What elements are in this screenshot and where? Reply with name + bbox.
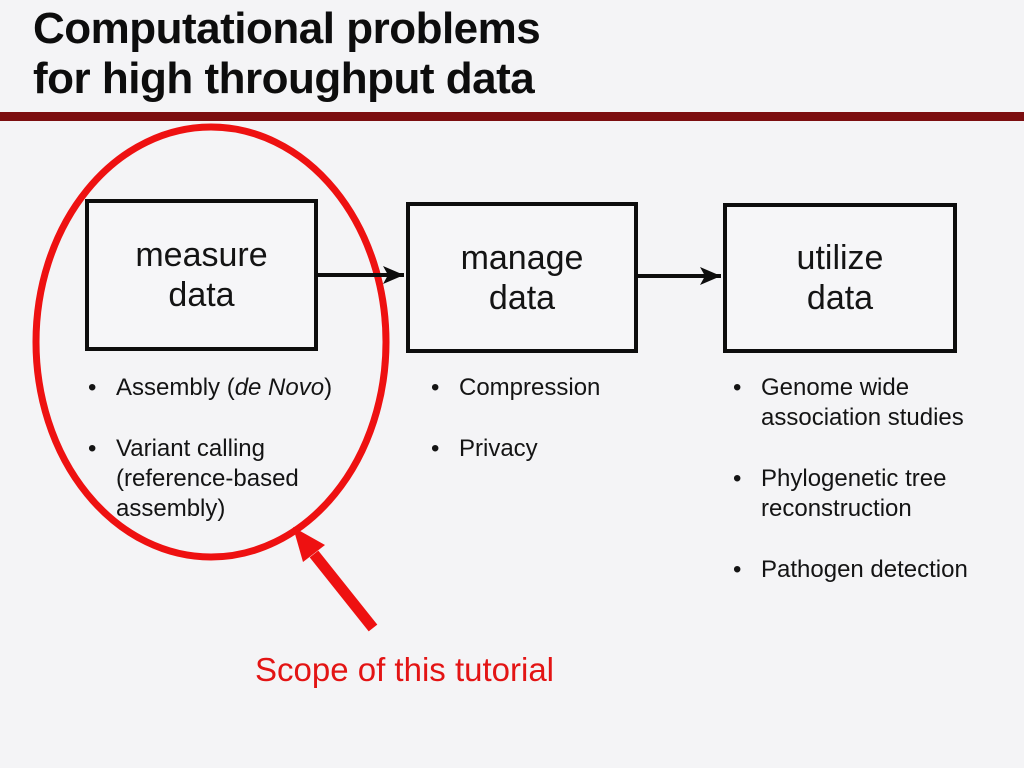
bullet-list-utilize: • Genome wide association studies • Phyl… [733, 373, 987, 616]
list-item: • Assembly (de Novo) [88, 373, 350, 403]
list-item-text: Variant calling (reference-based assembl… [116, 435, 299, 522]
slide-title: Computational problems for high throughp… [33, 4, 541, 103]
list-item: • Pathogen detection [733, 555, 987, 585]
flow-box-label: utilize data [796, 239, 884, 317]
bullet-list-manage: • Compression • Privacy [431, 373, 651, 495]
title-divider-rule [0, 112, 1024, 121]
list-item: • Privacy [431, 434, 651, 464]
list-item-text: Privacy [459, 435, 538, 462]
flow-box-manage-data: manage data [406, 202, 638, 353]
bullet-dot: • [88, 374, 97, 401]
bullet-dot: • [733, 556, 742, 583]
bullet-dot: • [431, 435, 440, 462]
list-item: • Genome wide association studies [733, 373, 987, 433]
bullet-list-measure: • Assembly (de Novo) • Variant calling (… [88, 373, 350, 555]
list-item: • Phylogenetic tree reconstruction [733, 464, 987, 524]
bullet-dot: • [733, 465, 742, 492]
flow-box-label: manage data [460, 238, 584, 317]
flow-box-utilize-data: utilize data [723, 203, 957, 353]
list-item-text: Assembly (de Novo) [116, 374, 333, 401]
bullet-dot: • [88, 435, 97, 462]
list-item-text: Phylogenetic tree reconstruction [761, 465, 947, 522]
list-item-text: Pathogen detection [761, 556, 968, 583]
list-item-text: Compression [459, 374, 601, 401]
bullet-dot: • [733, 374, 742, 401]
bullet-dot: • [431, 374, 440, 401]
flow-box-measure-data: measure data [85, 199, 318, 351]
scope-annotation-label: Scope of this tutorial [255, 651, 554, 688]
list-item-text: Genome wide association studies [761, 374, 964, 431]
scope-arrow-shaft [309, 550, 378, 632]
list-item: • Compression [431, 373, 651, 403]
list-item: • Variant calling (reference-based assem… [88, 434, 350, 524]
flow-box-label: measure data [135, 236, 268, 314]
